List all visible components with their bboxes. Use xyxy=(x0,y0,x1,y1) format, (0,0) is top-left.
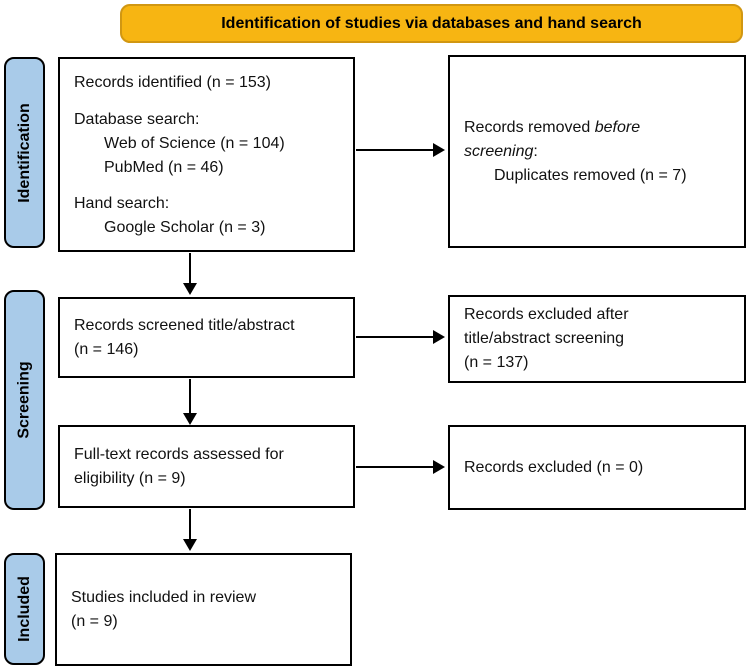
fulltext-assessed-line1: Full-text records assessed for xyxy=(74,445,284,463)
database-item-pubmed: PubMed (n = 46) xyxy=(104,158,224,176)
duplicates-removed-line: Duplicates removed (n = 7) xyxy=(494,166,687,184)
spacer xyxy=(74,95,343,108)
arrow-screened-to-excluded-head xyxy=(433,330,445,344)
database-item-web-of-science: Web of Science (n = 104) xyxy=(104,134,285,152)
stage-screening: Screening xyxy=(4,290,45,510)
stage-screening-label: Screening xyxy=(15,361,33,439)
arrow-identified-to-screened-head xyxy=(183,283,197,295)
records-excluded-fulltext-line1: Records excluded (n = 0) xyxy=(464,458,644,476)
records-excluded-screening-box: Records excluded after title/abstract sc… xyxy=(448,295,746,383)
fulltext-assessed-line2: eligibility (n = 9) xyxy=(74,469,186,487)
arrow-screened-to-fulltext-head xyxy=(183,413,197,425)
hand-search-header: Hand search: xyxy=(74,195,170,212)
records-removed-colon: : xyxy=(533,142,538,160)
records-removed-italic2: screening xyxy=(464,142,534,160)
stage-identification: Identification xyxy=(4,57,45,248)
diagram-title: Identification of studies via databases … xyxy=(221,14,642,32)
records-removed-text: Records removed xyxy=(464,118,591,136)
hand-item-google-scholar: Google Scholar (n = 3) xyxy=(104,219,266,236)
records-removed-line2: screening: xyxy=(464,140,734,164)
studies-included-line2: (n = 9) xyxy=(71,612,118,630)
arrow-identified-to-removed-head xyxy=(433,143,445,157)
spacer xyxy=(74,180,343,193)
records-excluded-screening-line3: (n = 137) xyxy=(464,354,529,371)
diagram-title-banner: Identification of studies via databases … xyxy=(120,4,743,43)
arrow-fulltext-to-excluded-head xyxy=(433,460,445,474)
stage-included: Included xyxy=(4,553,45,665)
records-screened-line2: (n = 146) xyxy=(74,340,139,358)
arrow-identified-to-screened-line xyxy=(189,253,191,285)
arrow-screened-to-excluded-line xyxy=(356,336,433,338)
studies-included-box: Studies included in review (n = 9) xyxy=(55,553,352,666)
records-screened-line1: Records screened title/abstract xyxy=(74,316,295,334)
database-search-header: Database search: xyxy=(74,110,200,128)
fulltext-assessed-box: Full-text records assessed for eligibili… xyxy=(58,425,355,508)
records-identified-box: Records identified (n = 153) Database se… xyxy=(58,57,355,252)
records-identified-title: Records identified (n = 153) xyxy=(74,74,271,91)
records-excluded-screening-line2: title/abstract screening xyxy=(464,330,625,347)
records-removed-italic: before xyxy=(594,118,641,136)
stage-included-label: Included xyxy=(15,576,33,642)
records-removed-box: Records removed before screening: Duplic… xyxy=(448,55,746,248)
studies-included-line1: Studies included in review xyxy=(71,588,256,606)
stage-identification-label: Identification xyxy=(15,102,33,203)
arrow-screened-to-fulltext-line xyxy=(189,379,191,414)
arrow-identified-to-removed-line xyxy=(356,149,433,151)
arrow-fulltext-to-included-head xyxy=(183,539,197,551)
records-excluded-screening-line1: Records excluded after xyxy=(464,306,629,323)
arrow-fulltext-to-excluded-line xyxy=(356,466,433,468)
records-removed-line1: Records removed before xyxy=(464,116,734,140)
records-excluded-fulltext-box: Records excluded (n = 0) xyxy=(448,425,746,510)
arrow-fulltext-to-included-line xyxy=(189,509,191,540)
records-screened-box: Records screened title/abstract (n = 146… xyxy=(58,297,355,378)
